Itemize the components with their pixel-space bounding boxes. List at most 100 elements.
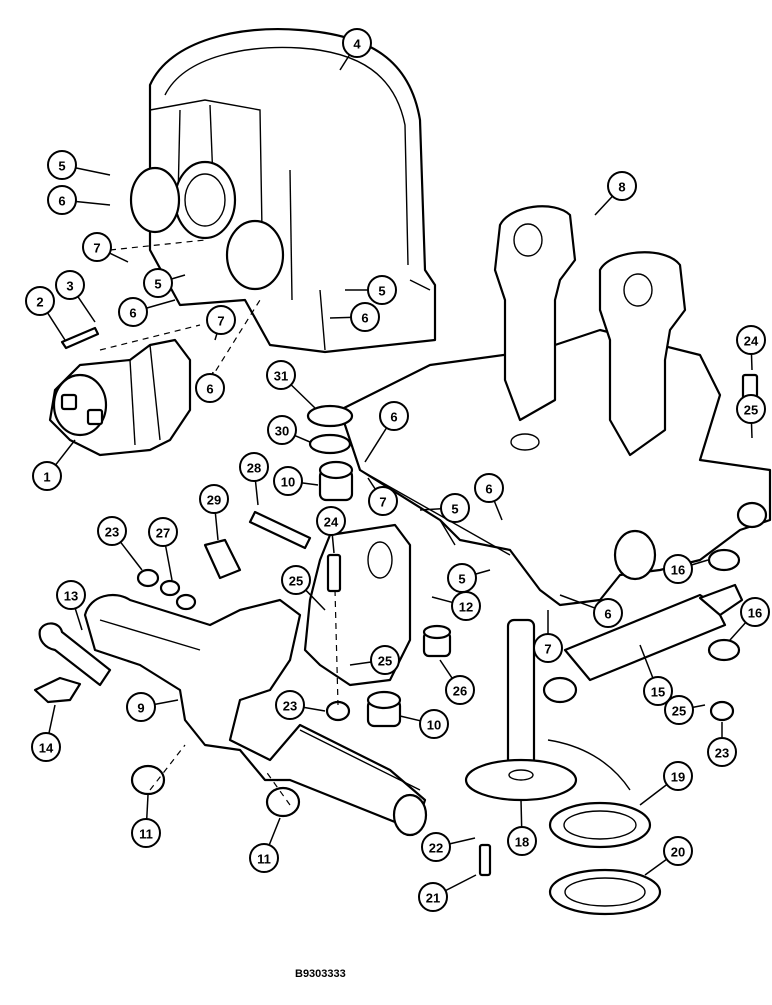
callout-number: 9 <box>137 701 144 716</box>
leader-line <box>121 542 142 570</box>
callout-10: 10 <box>420 710 448 738</box>
leader-line <box>693 705 705 707</box>
callout-number: 30 <box>275 424 289 439</box>
shim-20 <box>550 870 660 914</box>
callout-24: 24 <box>317 507 345 535</box>
callout-25: 25 <box>282 566 310 594</box>
bolt-24-left <box>328 555 340 591</box>
callout-number: 25 <box>378 654 392 669</box>
leader-line <box>751 354 752 370</box>
hydraulic-motor <box>50 340 190 455</box>
leader-line <box>640 784 667 805</box>
callout-21: 21 <box>419 883 447 911</box>
leader-line <box>521 800 522 827</box>
callout-number: 5 <box>378 284 385 299</box>
bolt-28 <box>250 512 310 548</box>
bearing-16-lower <box>709 640 739 660</box>
callout-number: 6 <box>485 482 492 497</box>
bearing-16-upper <box>709 550 739 570</box>
callout-number: 14 <box>39 741 54 756</box>
bushing-10-lower <box>368 692 400 726</box>
leader-line <box>48 313 65 340</box>
callout-6: 6 <box>196 374 224 402</box>
callout-23: 23 <box>276 691 304 719</box>
leader-line <box>166 546 172 580</box>
callout-20: 20 <box>664 837 692 865</box>
callout-number: 31 <box>274 369 288 384</box>
callout-number: 5 <box>58 159 65 174</box>
washer-31 <box>308 406 352 426</box>
callout-7: 7 <box>369 487 397 515</box>
callout-6: 6 <box>119 298 147 326</box>
callout-number: 5 <box>154 277 161 292</box>
washers-27 <box>161 581 195 609</box>
callout-number: 15 <box>651 685 665 700</box>
callout-number: 29 <box>207 493 221 508</box>
callout-number: 23 <box>105 525 119 540</box>
callout-23: 23 <box>98 517 126 545</box>
leader-line <box>730 622 746 640</box>
leader-line <box>432 597 452 602</box>
callout-27: 27 <box>149 518 177 546</box>
leader-line <box>645 859 667 875</box>
callout-1: 1 <box>33 462 61 490</box>
callout-number: 10 <box>281 475 295 490</box>
callout-number: 18 <box>515 835 529 850</box>
bolt-21 <box>480 845 490 875</box>
callout-12: 12 <box>452 592 480 620</box>
leader-line <box>75 608 82 630</box>
leader-line <box>751 423 752 438</box>
callout-31: 31 <box>267 361 295 389</box>
callout-number: 6 <box>390 410 397 425</box>
callout-25: 25 <box>371 646 399 674</box>
callout-6: 6 <box>475 474 503 502</box>
leader-line <box>110 253 128 262</box>
shim-19 <box>550 803 650 847</box>
leader-line <box>400 716 420 721</box>
leader-line <box>450 838 475 844</box>
callout-number: 6 <box>206 382 213 397</box>
callout-number: 11 <box>139 827 153 842</box>
leader-line <box>78 297 95 322</box>
leader-line <box>595 196 612 215</box>
callout-number: 25 <box>289 574 303 589</box>
callout-7: 7 <box>534 634 562 662</box>
callout-7: 7 <box>83 233 111 261</box>
nut-23-left <box>138 570 158 586</box>
leader-line <box>146 300 175 308</box>
callout-4: 4 <box>343 29 371 57</box>
leader-line <box>215 513 218 540</box>
callout-number: 21 <box>426 891 440 906</box>
leader-line <box>215 333 217 340</box>
callout-5: 5 <box>368 276 396 304</box>
callout-number: 7 <box>544 642 551 657</box>
callout-19: 19 <box>664 762 692 790</box>
callout-24: 24 <box>737 326 765 354</box>
leader-line <box>76 201 110 205</box>
leader-line <box>295 436 310 442</box>
leader-line <box>155 700 178 704</box>
bushing-11-left <box>132 766 164 794</box>
callout-2: 2 <box>26 287 54 315</box>
bushing-11-right <box>267 788 299 816</box>
washer-30 <box>310 435 350 453</box>
callout-number: 5 <box>451 502 458 517</box>
callout-number: 7 <box>93 241 100 256</box>
callout-number: 7 <box>379 495 386 510</box>
callout-number: 25 <box>672 704 686 719</box>
callout-8: 8 <box>608 172 636 200</box>
callout-6: 6 <box>351 303 379 331</box>
callout-29: 29 <box>200 485 228 513</box>
callout-number: 16 <box>748 606 762 621</box>
drawing-number: B9303333 <box>295 968 346 980</box>
leader-line <box>302 483 318 485</box>
bushing-26 <box>424 626 450 656</box>
callout-10: 10 <box>274 467 302 495</box>
leader-line <box>475 570 490 574</box>
leader-line <box>76 168 110 175</box>
callout-3: 3 <box>56 271 84 299</box>
callout-5: 5 <box>448 564 476 592</box>
callout-number: 5 <box>458 572 465 587</box>
